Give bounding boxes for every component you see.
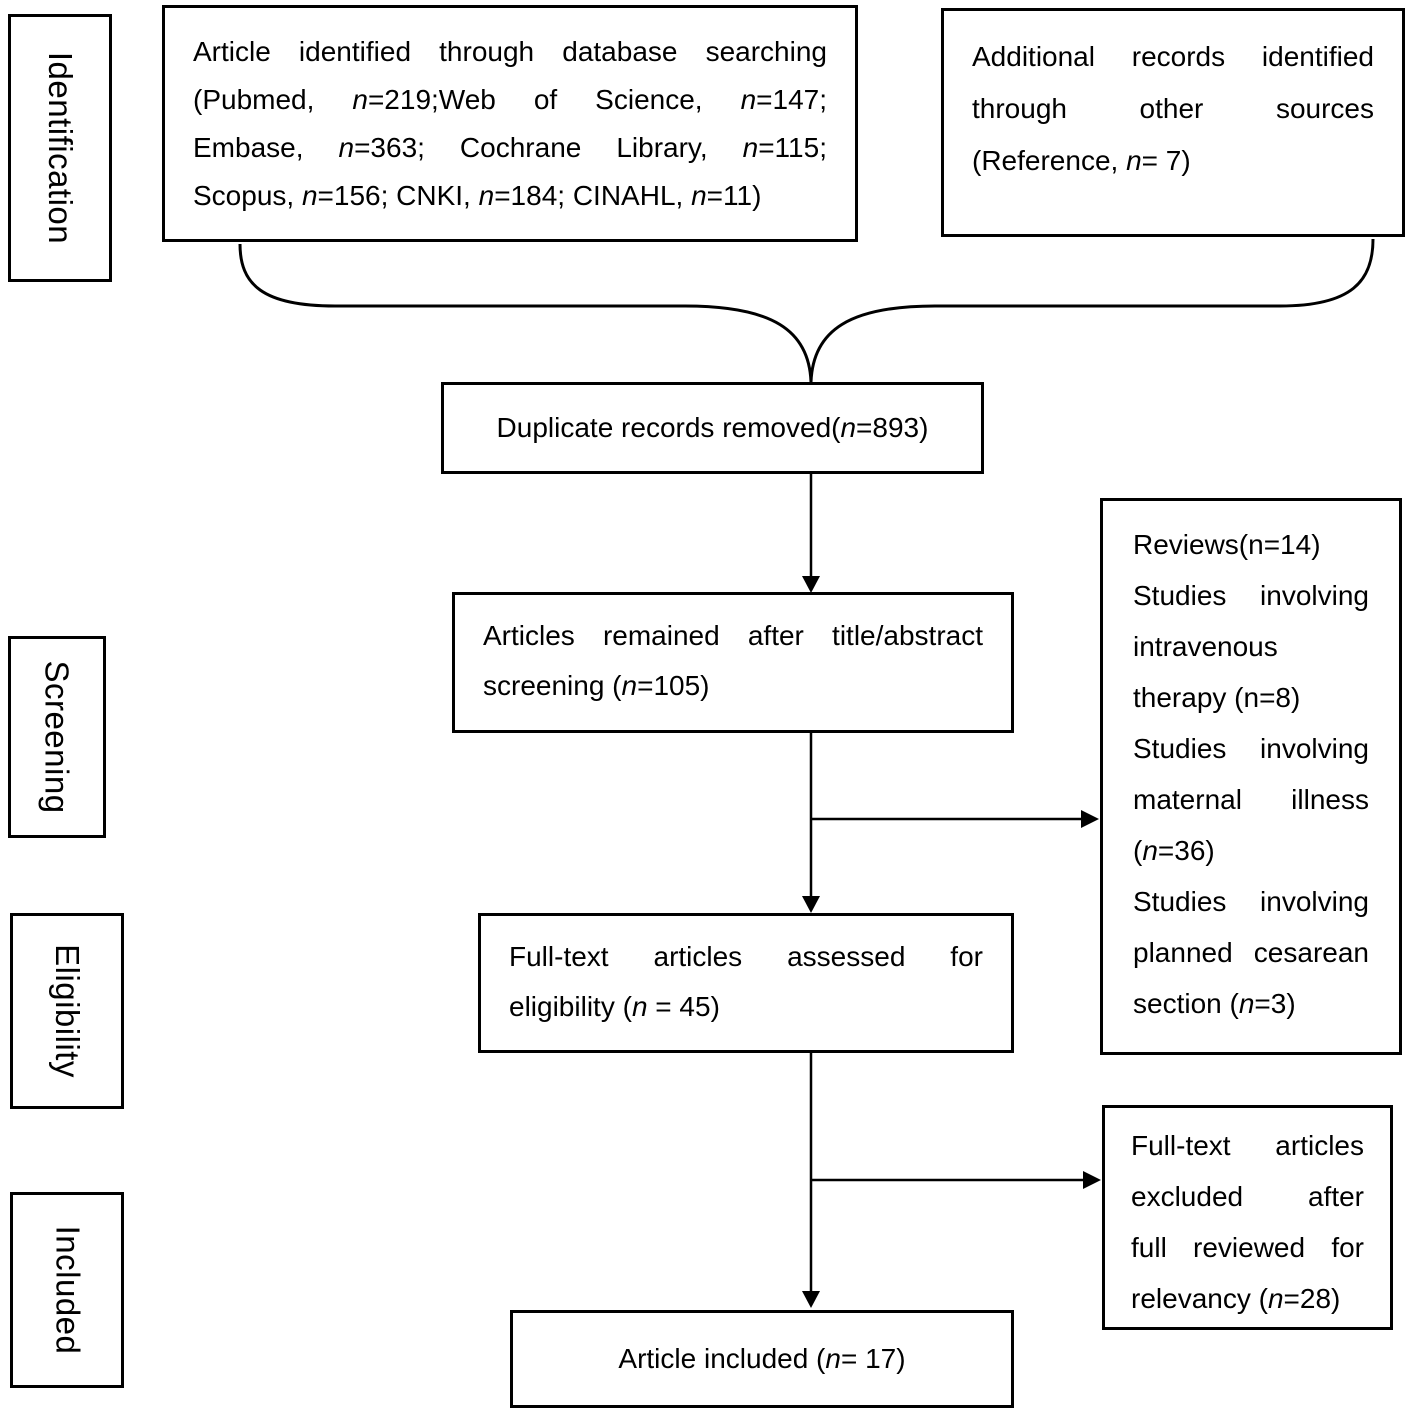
text-line: intravenous [1133, 631, 1278, 662]
stage-label-screening-text: Screening [39, 660, 77, 814]
text-line: Articles remained after title/abstract [483, 620, 983, 651]
text-line: Full-text articles [1131, 1130, 1364, 1161]
merge-curve-right [809, 238, 1375, 383]
arrowhead-eligibility [802, 896, 820, 913]
text-line: Duplicate records removed(n=893) [496, 412, 929, 443]
text-line: (n=36) [1133, 835, 1215, 866]
box-articles-included: Article included (n= 17) [510, 1310, 1014, 1408]
text-line: through other sources [972, 93, 1374, 124]
text-line: (Reference, n= 7) [972, 145, 1191, 176]
text-line: Embase, n=363; Cochrane Library, n=115; [193, 132, 827, 163]
arrowhead-screening [802, 576, 820, 593]
text-line: Full-text articles assessed for [509, 941, 983, 972]
stage-label-identification: Identification [8, 14, 112, 282]
arrowhead-excluded [1083, 1171, 1101, 1189]
text-line: planned cesarean [1133, 937, 1369, 968]
text-line: Article identified through database sear… [193, 36, 827, 67]
stage-label-identification-text: Identification [42, 51, 80, 245]
text-line: screening (n=105) [483, 670, 710, 701]
text-line: full reviewed for [1131, 1232, 1364, 1263]
box-fulltext-assessed: Full-text articles assessed for eligibili… [478, 913, 1014, 1053]
box-database-searching: Article identified through database sear… [162, 5, 858, 242]
text-line: Additional records identified [972, 41, 1374, 72]
text-line: excluded after [1131, 1181, 1364, 1212]
stage-label-eligibility-text: Eligibility [49, 944, 86, 1078]
text-line: Scopus, n=156; CNKI, n=184; CINAHL, n=11… [193, 180, 762, 211]
text-line: Reviews(n=14) [1133, 529, 1321, 560]
text-line: Studies involving [1133, 886, 1369, 917]
text-line: relevancy (n=28) [1131, 1283, 1341, 1314]
stage-label-eligibility: Eligibility [10, 913, 124, 1109]
text-line: Studies involving [1133, 733, 1369, 764]
text-line: section (n=3) [1133, 988, 1296, 1019]
text-line: (Pubmed, n=219;Web of Science, n=147; [193, 84, 827, 115]
text-line: therapy (n=8) [1133, 682, 1301, 713]
box-title-abstract-screening: Articles remained after title/abstract sc… [452, 592, 1014, 733]
box-fulltext-excluded: Full-text articles excluded after full rev… [1102, 1105, 1393, 1330]
arrowhead-included [802, 1291, 820, 1308]
stage-label-screening: Screening [8, 636, 106, 838]
box-other-sources: Additional records identified through oth… [941, 8, 1405, 237]
box-screening-exclusions: Reviews(n=14) Studies involving intravenou… [1100, 498, 1402, 1055]
stage-label-included: Included [10, 1192, 124, 1388]
text-line: maternal illness [1133, 784, 1369, 815]
merge-curve-left [238, 243, 813, 383]
arrowhead-reviews [1081, 810, 1099, 828]
box-duplicates-removed: Duplicate records removed(n=893) [441, 382, 984, 474]
stage-label-included-text: Included [49, 1225, 87, 1355]
text-line: eligibility (n = 45) [509, 991, 720, 1022]
text-line: Studies involving [1133, 580, 1369, 611]
text-line: Article included (n= 17) [618, 1343, 906, 1374]
